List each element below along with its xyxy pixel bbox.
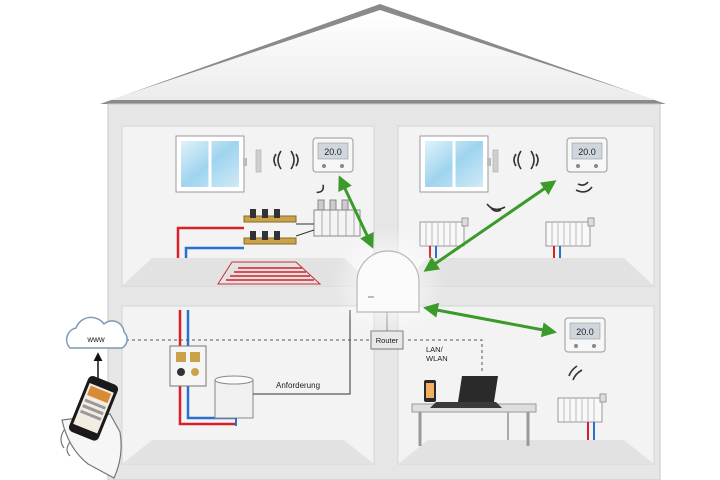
laptop-icon: [430, 376, 502, 408]
wireless-link-arrows: [338, 175, 557, 338]
thermostat-display: 20.0: [578, 147, 596, 157]
lan-label-1: LAN/: [426, 345, 444, 354]
gateway-icon: [356, 250, 420, 313]
room-bottom-right: [397, 305, 655, 465]
tablet-icon: [424, 380, 436, 402]
demand-label: Anforderung: [276, 381, 320, 390]
network-dashed-line: [126, 339, 483, 372]
room-top-left: [121, 125, 375, 287]
room-bottom-left: [121, 305, 375, 465]
manifold-icon: [243, 209, 297, 245]
thermostat-icon: 20.0: [312, 137, 354, 173]
cloud-label: www: [86, 335, 105, 344]
radiator-icon: [557, 393, 607, 440]
cloud-icon: www: [65, 316, 128, 349]
demand-signal-line: [253, 310, 351, 395]
window-icon: [175, 135, 262, 193]
underfloor-heating-icon: [217, 261, 322, 285]
boiler-icon: [214, 375, 254, 426]
thermostat-display: 20.0: [576, 327, 594, 337]
lan-label-2: WLAN: [426, 354, 448, 363]
thermostat-icon: 20.0: [564, 317, 606, 353]
heating-station-icon: [169, 310, 236, 426]
window-icon: [419, 135, 499, 193]
roof: [100, 4, 666, 104]
heating-pipes: [176, 226, 244, 258]
thermostat-display: 20.0: [324, 147, 342, 157]
router-label: Router: [376, 336, 399, 345]
thermostat-icon: 20.0: [566, 137, 608, 173]
smartphone-icon: [60, 375, 122, 479]
